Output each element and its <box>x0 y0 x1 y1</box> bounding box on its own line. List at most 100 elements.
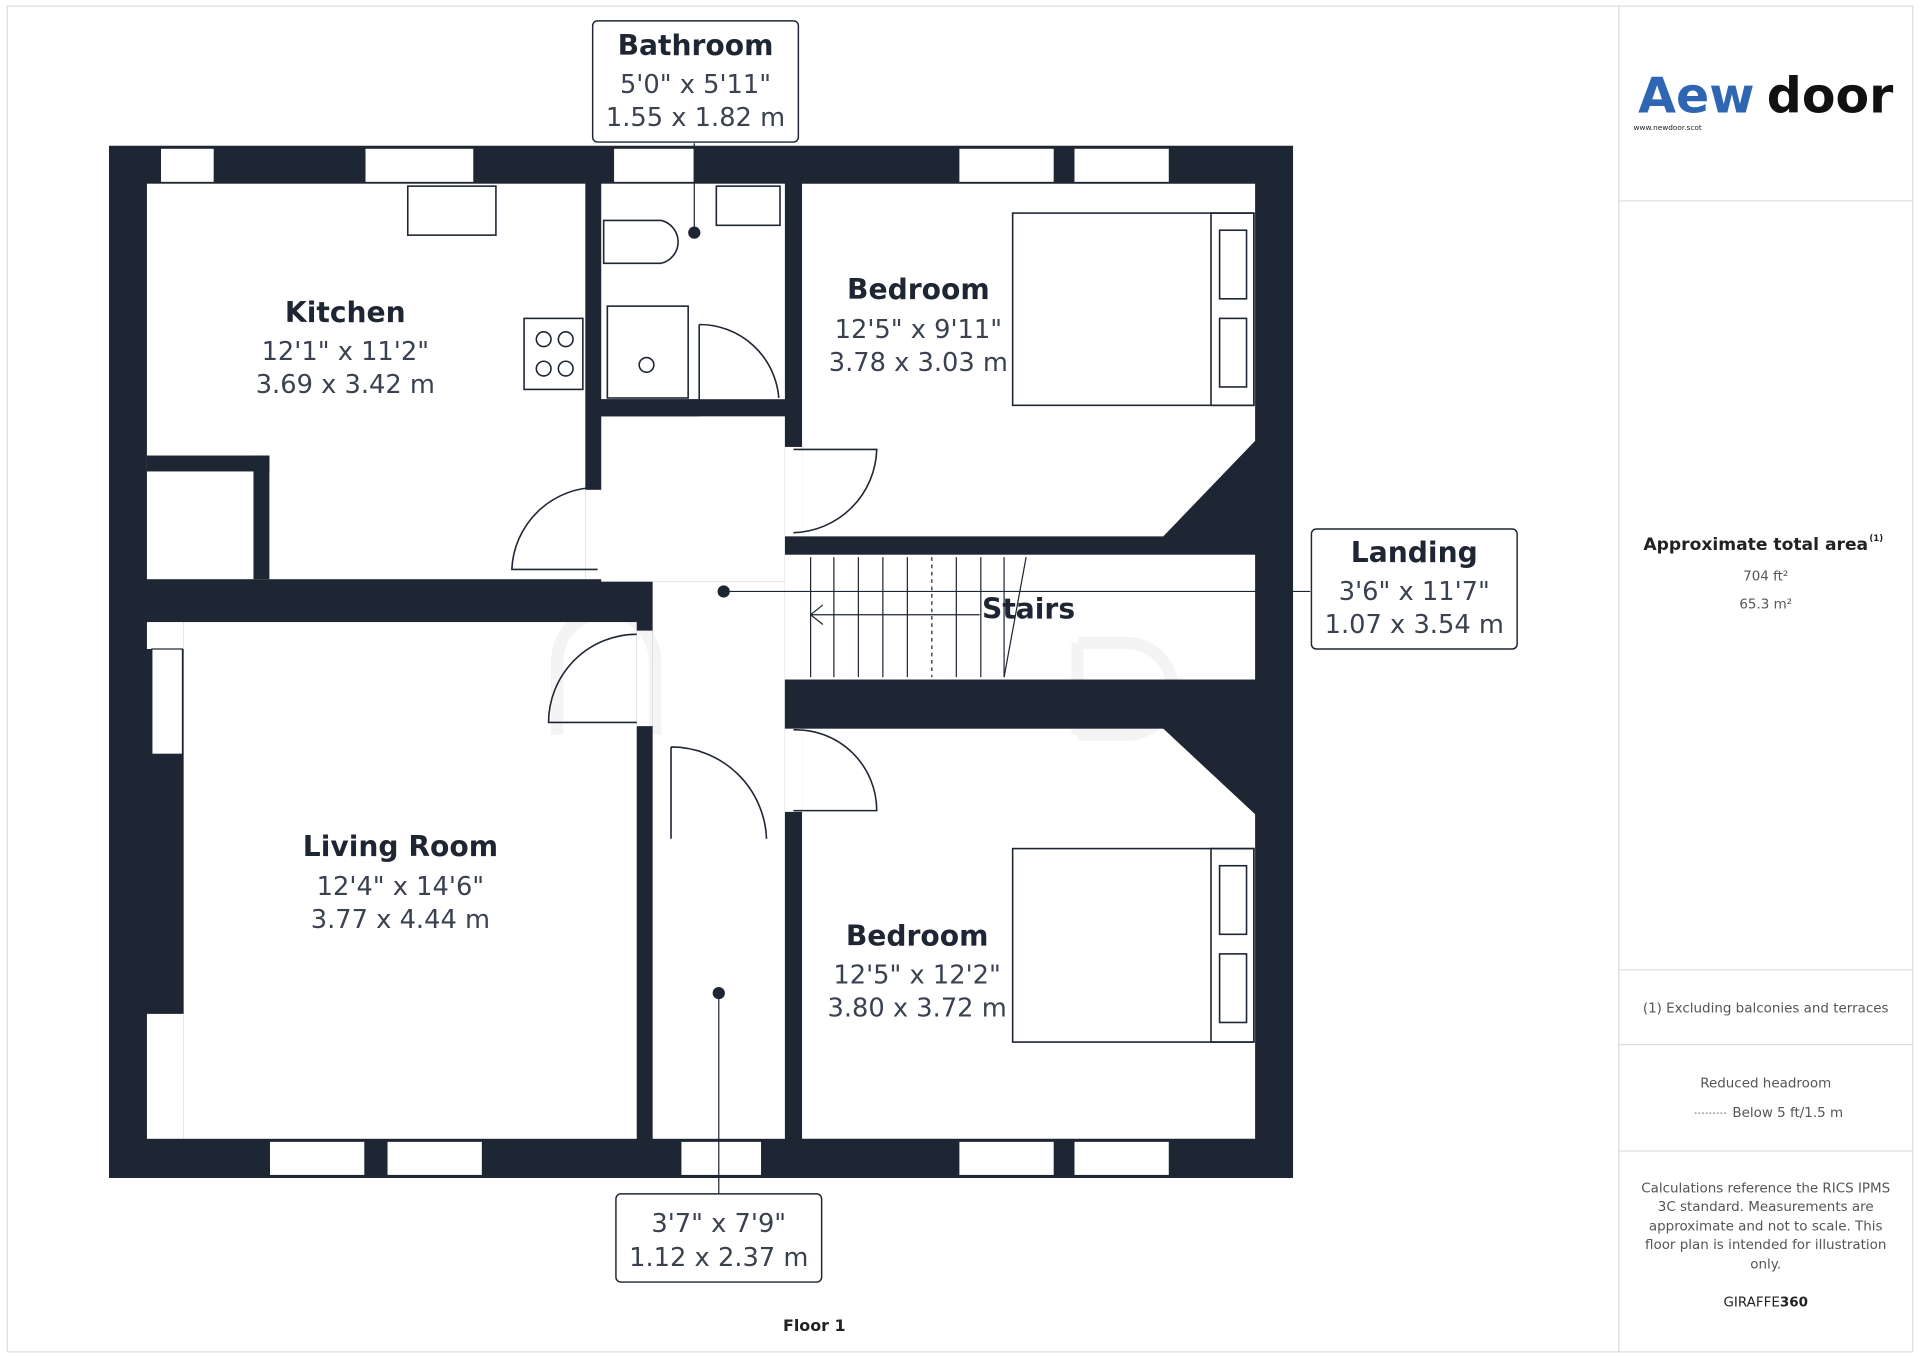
bathroom-name: Bathroom <box>618 29 774 62</box>
toilet <box>602 219 679 265</box>
window <box>151 648 184 755</box>
doorway <box>636 630 653 727</box>
watermark-graphic <box>551 606 1179 741</box>
hob-ring <box>557 331 574 348</box>
living-room-name: Living Room <box>303 830 498 863</box>
hallway-marker <box>712 986 725 1000</box>
bathroom-imperial: 5'0" x 5'11" <box>620 70 771 100</box>
credit: GIRAFFE360 <box>1723 1296 1807 1311</box>
door-swing <box>511 486 598 571</box>
area-ft: 704 ft² <box>1743 569 1788 584</box>
window <box>268 1140 366 1177</box>
bedroom-2-name: Bedroom <box>846 919 989 952</box>
hob <box>523 317 584 391</box>
hallway-label-box <box>615 1193 823 1283</box>
disclaimer-line: approximate and not to scale. This <box>1649 1220 1883 1235</box>
kitchen-metric: 3.69 x 3.42 m <box>256 370 435 400</box>
hob-ring <box>535 360 552 377</box>
pillow <box>1218 953 1248 1024</box>
bedroom-2-floor <box>802 728 1256 1139</box>
footnote: (1) Excluding balconies and terraces <box>1643 1002 1889 1017</box>
living-room-metric: 3.77 x 4.44 m <box>311 905 490 935</box>
bedroom-2-imperial: 12'5" x 12'2" <box>833 960 1000 990</box>
door-swing <box>793 448 878 534</box>
staircase <box>809 557 1027 678</box>
hall-floor <box>662 728 769 839</box>
doorway <box>784 446 803 537</box>
area-note-marker: (1) <box>1869 534 1883 544</box>
headroom-legend: Below 5 ft/1.5 m <box>1732 1106 1843 1121</box>
hob-ring <box>557 360 574 377</box>
windows <box>151 147 1170 1177</box>
bed-headboard <box>1210 212 1255 407</box>
living-room-imperial: 12'4" x 14'6" <box>317 872 484 902</box>
window <box>386 1140 484 1177</box>
area-title-text: Approximate total area <box>1643 535 1868 555</box>
window <box>958 147 1055 184</box>
kitchen-name: Kitchen <box>285 296 406 329</box>
door-swing <box>547 633 637 724</box>
window <box>1073 1140 1170 1177</box>
window <box>680 1140 763 1177</box>
hallway-metric: 1.12 x 2.37 m <box>629 1243 808 1273</box>
page-frame <box>6 5 1914 1353</box>
bathroom-marker <box>688 226 701 239</box>
window <box>159 147 215 184</box>
headroom-title: Reduced headroom <box>1700 1076 1831 1091</box>
bed-headboard <box>1210 847 1255 1043</box>
pillow <box>1218 864 1248 936</box>
area-m: 65.3 m² <box>1739 598 1792 613</box>
credit-light: GIRAFFE <box>1723 1296 1779 1311</box>
fixtures <box>406 185 1256 1043</box>
logo-website: www.newdoor.scot <box>1633 123 1701 132</box>
rooms <box>146 183 1256 1139</box>
kitchen-imperial: 12'1" x 11'2" <box>262 337 429 367</box>
wall <box>601 399 700 417</box>
door-swing <box>793 729 878 812</box>
door-swing <box>670 746 768 839</box>
window <box>612 147 695 184</box>
living-room-floor <box>183 622 637 1139</box>
landing-marker <box>717 585 730 598</box>
bathroom-label-box <box>591 20 800 143</box>
landing-name: Landing <box>1351 536 1478 569</box>
logo-part-2: door <box>1767 68 1894 125</box>
shower-drain <box>638 356 655 374</box>
disclaimer-line: Calculations reference the RICS IPMS <box>1641 1182 1890 1197</box>
bedroom-1-name: Bedroom <box>847 273 990 306</box>
landing-metric: 1.07 x 3.54 m <box>1325 610 1504 640</box>
door-swing <box>698 323 780 405</box>
leaders <box>693 143 1311 1194</box>
doorway <box>585 489 603 580</box>
window <box>958 1140 1055 1177</box>
hallway-imperial: 3'7" x 7'9" <box>651 1209 786 1239</box>
stairs-label: Stairs <box>982 592 1075 625</box>
pillow <box>1218 317 1248 388</box>
bathroom-floor <box>601 183 785 400</box>
bedroom-2-metric: 3.80 x 3.72 m <box>828 993 1007 1023</box>
floor-label: Floor 1 <box>783 1316 846 1335</box>
disclaimer-line: floor plan is intended for illustration <box>1645 1238 1886 1253</box>
kitchen-floor <box>146 183 586 580</box>
window <box>1073 147 1170 184</box>
disclaimer-line: 3C standard. Measurements are <box>1658 1200 1874 1215</box>
bedroom-1-metric: 3.78 x 3.03 m <box>829 348 1008 378</box>
wall <box>253 455 270 580</box>
alcove <box>146 622 184 649</box>
credit-bold: 360 <box>1780 1296 1808 1311</box>
disclaimer-line: only. <box>1750 1258 1781 1273</box>
bathroom-sink <box>715 185 781 227</box>
bathroom-metric: 1.55 x 1.82 m <box>606 103 785 133</box>
wall <box>784 679 1256 729</box>
hall-floor <box>601 416 785 582</box>
hob-ring <box>535 331 552 348</box>
wall <box>146 455 270 472</box>
bedroom-1-floor <box>802 183 1256 537</box>
alcove <box>146 1013 184 1139</box>
logo-part-1: Aew <box>1638 68 1754 125</box>
doorway <box>784 728 803 812</box>
pillow <box>1218 229 1248 300</box>
area-title: Approximate total area(1) <box>1643 534 1883 555</box>
